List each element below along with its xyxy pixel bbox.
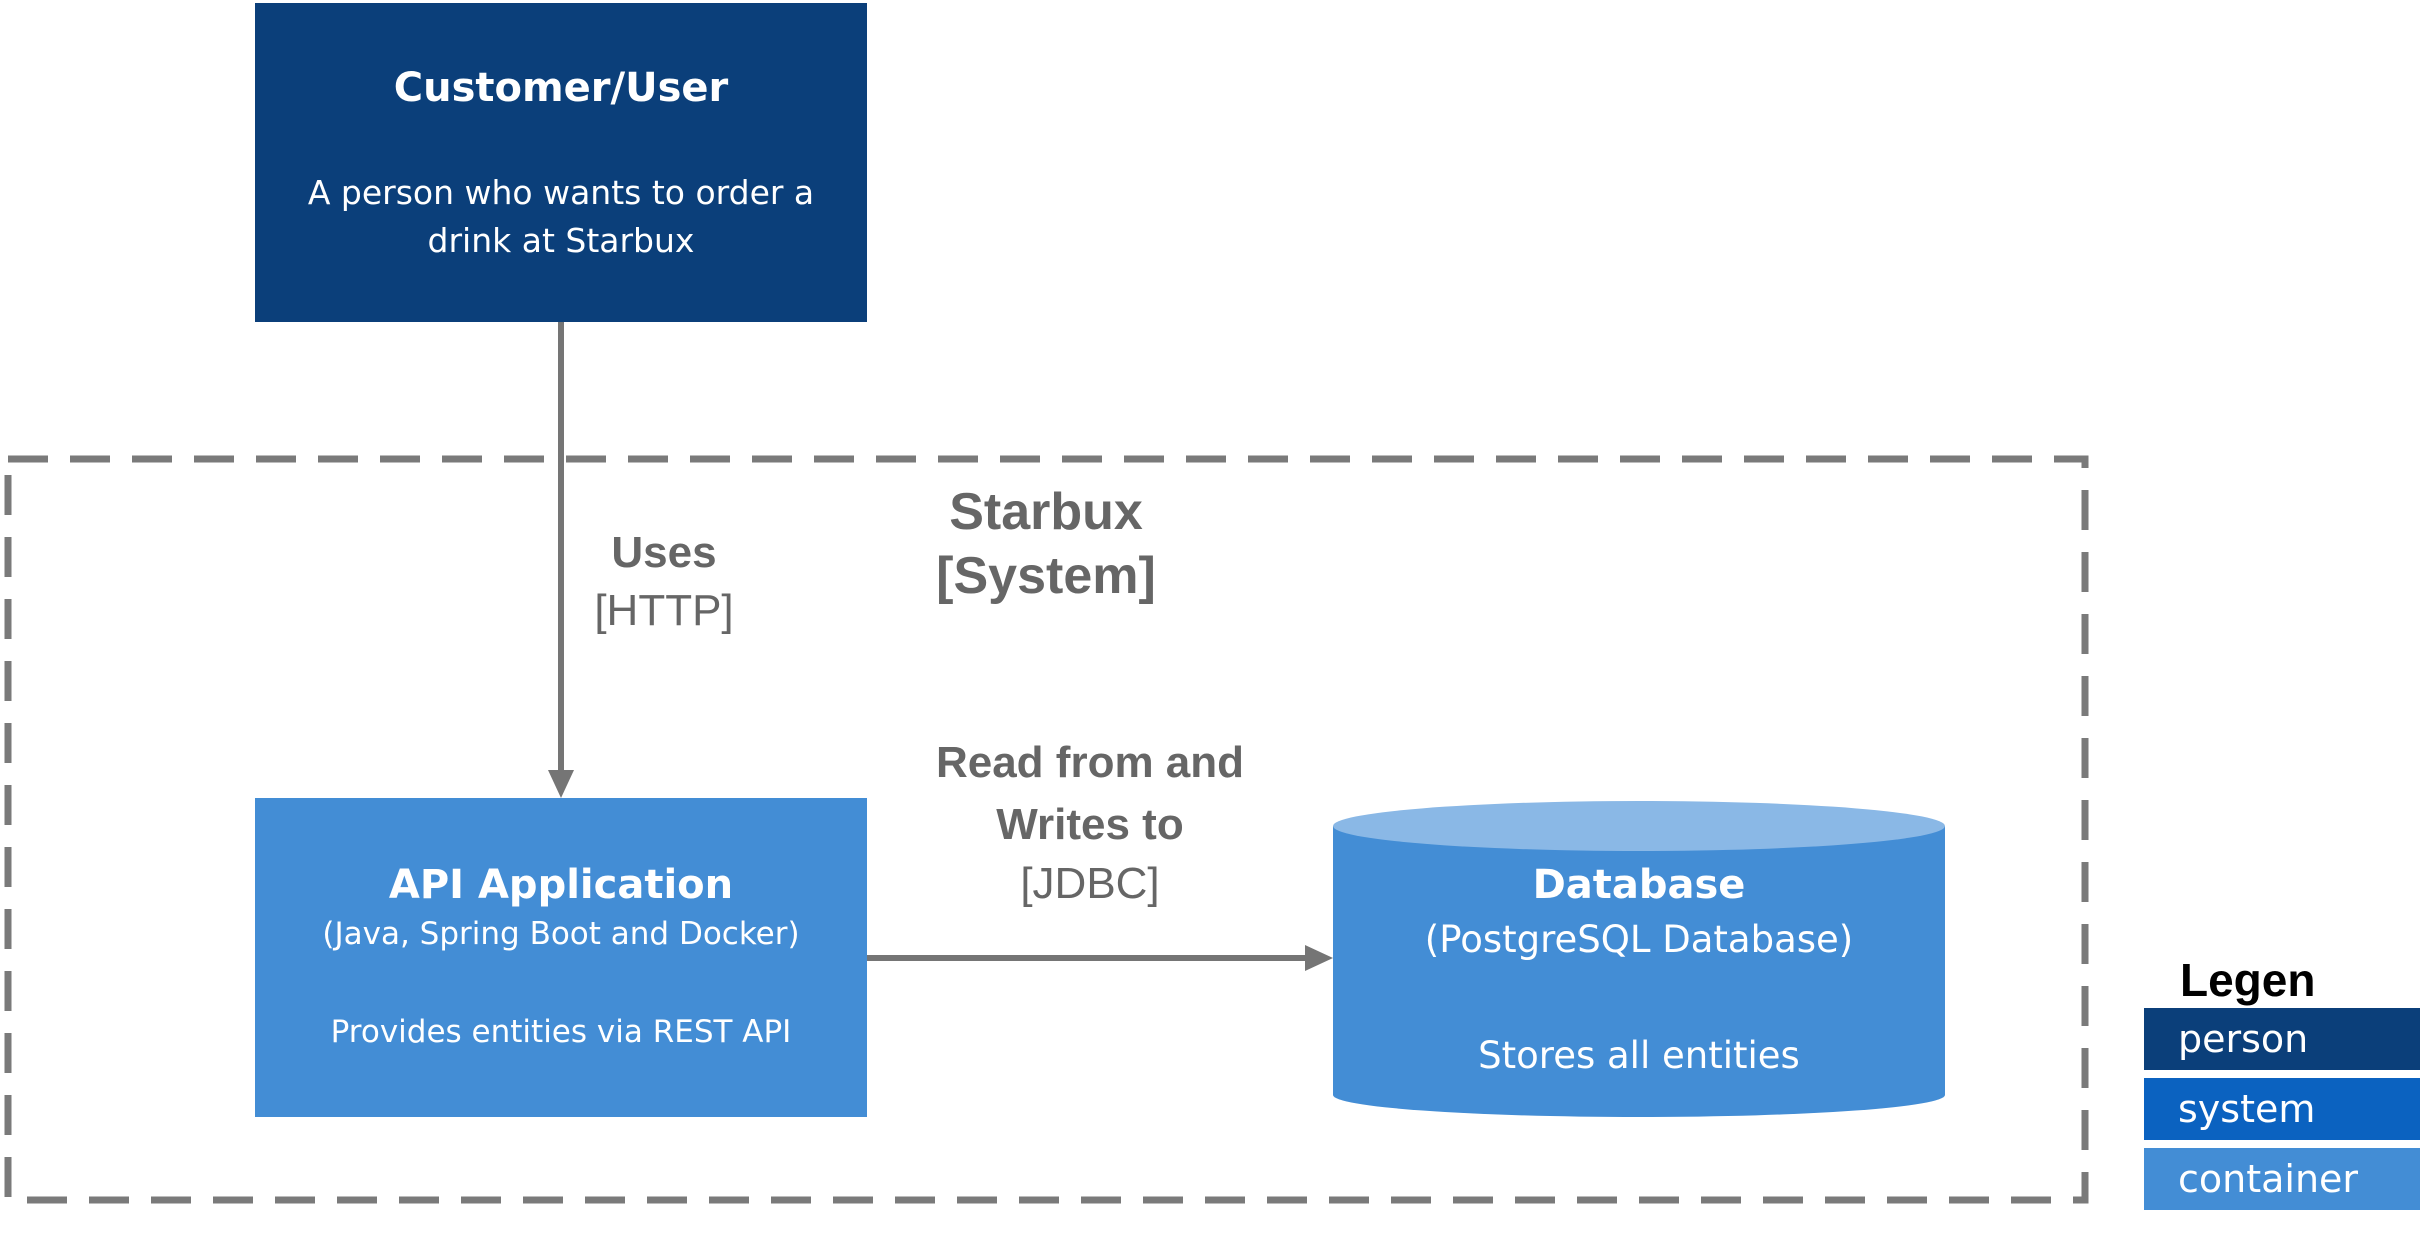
legend-item-person: person: [2144, 1008, 2420, 1070]
arrowhead-down-icon: [548, 770, 574, 798]
api-title: API Application: [388, 862, 734, 908]
person-node: Customer/User A person who wants to orde…: [255, 3, 867, 322]
edge-uses-text: Uses: [611, 528, 717, 577]
legend-item-system: system: [2144, 1078, 2420, 1140]
person-title: Customer/User: [393, 65, 729, 111]
api-tech: (Java, Spring Boot and Docker): [322, 916, 800, 952]
edge-uses: [548, 322, 574, 798]
database-cylinder: [1333, 801, 1945, 1117]
edge-read-write-text: Read from and Writes to: [935, 738, 1245, 849]
edge-uses-label: Uses [HTTP]: [564, 524, 764, 640]
database-description: Stores all entities: [1478, 1034, 1800, 1077]
edge-read-write-label: Read from and Writes to [JDBC]: [880, 732, 1300, 912]
database-tech: (PostgreSQL Database): [1424, 918, 1854, 961]
arrowhead-right-icon: [1305, 945, 1333, 971]
database-title: Database: [1532, 862, 1746, 908]
edge-uses-protocol: [HTTP]: [594, 586, 734, 635]
edge-read-write: [867, 945, 1333, 971]
system-type: [System]: [936, 547, 1156, 605]
api-node: API Application (Java, Spring Boot and D…: [255, 798, 867, 1117]
legend-item-container: container: [2144, 1148, 2420, 1210]
person-description: A person who wants to order a drink at S…: [307, 173, 815, 260]
system-boundary: [4, 455, 2089, 1204]
system-name: Starbux: [949, 483, 1143, 541]
edge-read-write-protocol: [JDBC]: [1020, 859, 1160, 908]
api-description: Provides entities via REST API: [330, 1014, 792, 1050]
system-boundary-label: Starbux [System]: [846, 480, 1246, 608]
